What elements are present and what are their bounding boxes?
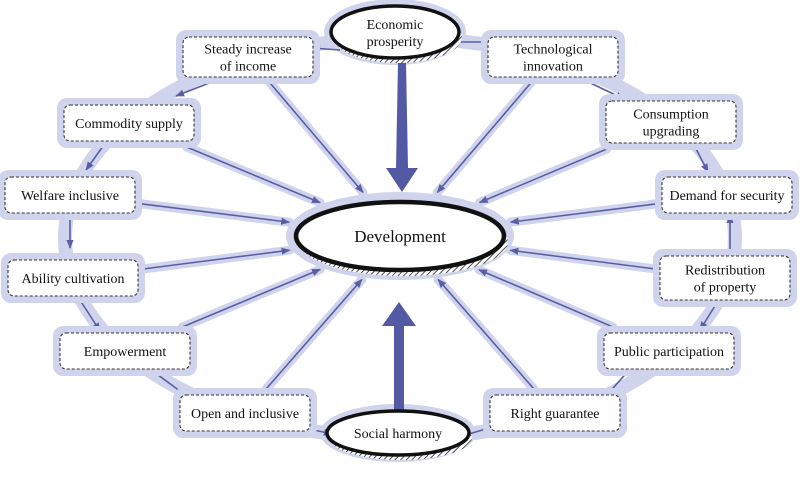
node-label-steady-increase-of-income: Steady increase [204,43,291,58]
node-label-technological-innovation: Technological [513,43,592,58]
node-redistribution-of-property [659,255,791,301]
node-welfare-inclusive [4,176,136,214]
node-label-technological-innovation: innovation [523,60,583,75]
node-economic-prosperity [329,4,461,60]
node-label-development: Development [354,227,446,246]
arrow-right-guarantee-to-development [437,278,535,390]
node-label-welfare-inclusive: Welfare inclusive [21,189,119,204]
node-label-social-harmony: Social harmony [354,427,442,442]
node-label-redistribution-of-property: Redistribution [685,264,765,279]
node-demand-for-security [661,176,793,214]
node-consumption-upgrading [605,100,737,144]
node-label-consumption-upgrading: Consumption [633,108,708,123]
node-label-public-participation: Public participation [614,345,724,360]
arrow-demand-for-security-to-development [509,203,657,225]
node-steady-increase-of-income [182,36,314,78]
node-label-demand-for-security: Demand for security [669,189,784,204]
node-commodity-supply [63,104,195,142]
node-open-and-inclusive [179,394,311,432]
node-label-economic-prosperity: prosperity [367,35,424,50]
node-social-harmony [325,409,471,457]
arrow-open-and-inclusive-to-development [265,278,363,390]
node-empowerment [59,332,191,370]
node-label-commodity-supply: Commodity supply [75,117,183,132]
node-label-ability-cultivation: Ability cultivation [21,272,124,287]
node-public-participation [603,332,735,370]
node-label-empowerment: Empowerment [84,345,167,360]
node-technological-innovation [487,36,619,78]
node-label-open-and-inclusive: Open and inclusive [191,407,299,422]
node-right-guarantee [489,394,621,432]
node-label-consumption-upgrading: upgrading [643,125,700,140]
node-ability-cultivation [7,259,139,297]
node-label-economic-prosperity: Economic [367,18,424,33]
arrow-steady-increase-of-income-to-development [269,82,364,194]
node-label-right-guarantee: Right guarantee [510,407,599,422]
arrow-consumption-upgrading-to-development [478,148,608,204]
arrow-commodity-supply-to-development [186,146,321,204]
arrow-social-harmony-to-development [382,302,416,410]
arrow-welfare-inclusive-to-development [140,203,291,225]
arrow-economic-prosperity-to-development [386,62,418,192]
arrow-technological-innovation-to-development [436,82,532,194]
arrow-public-participation-to-development [478,268,614,328]
node-label-redistribution-of-property: of property [694,281,757,296]
node-development [293,199,507,273]
node-label-steady-increase-of-income: of income [220,60,276,75]
arrow-empowerment-to-development [182,268,322,328]
arrow-ability-cultivation-to-development [143,247,291,270]
arrow-redistribution-of-property-to-development [509,247,655,270]
